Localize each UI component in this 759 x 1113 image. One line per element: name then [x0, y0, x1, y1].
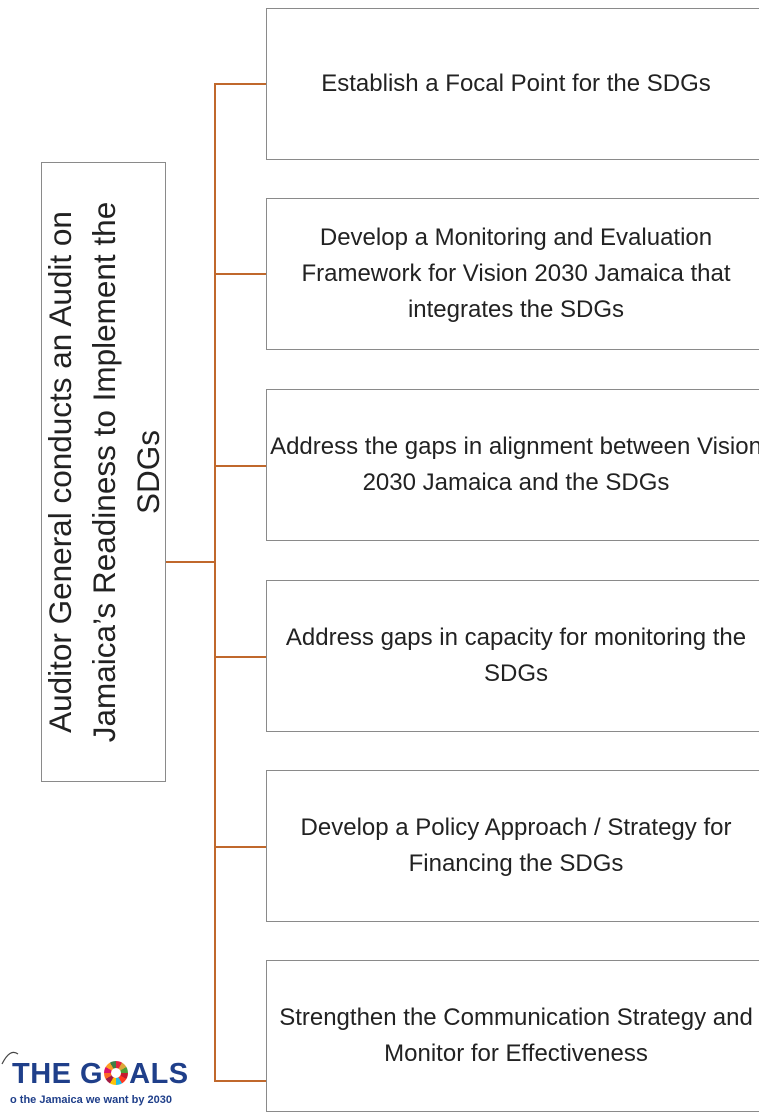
root-label: Auditor General conducts an Audit on Jam… — [38, 172, 170, 772]
sdg-wheel-icon — [104, 1061, 129, 1085]
branch-2 — [214, 273, 266, 275]
root-node: Auditor General conducts an Audit on Jam… — [41, 162, 166, 782]
leaf-node-communication-strategy: Strengthen the Communication Strategy an… — [266, 960, 759, 1112]
leaf-node-financing-strategy: Develop a Policy Approach / Strategy for… — [266, 770, 759, 922]
logo-suffix: ALS — [129, 1058, 189, 1090]
logo-arc-icon — [1, 1051, 19, 1065]
leaf-node-monitoring-framework: Develop a Monitoring and Evaluation Fram… — [266, 198, 759, 350]
logo-prefix: THE G — [12, 1058, 104, 1090]
leaf-label: Strengthen the Communication Strategy an… — [279, 1004, 753, 1067]
trunk-line — [214, 83, 216, 1082]
leaf-node-focal-point: Establish a Focal Point for the SDGs — [266, 8, 759, 160]
logo-tagline: o the Jamaica we want by 2030 — [10, 1094, 173, 1106]
leaf-label: Develop a Policy Approach / Strategy for… — [300, 814, 732, 877]
branch-4 — [214, 656, 266, 658]
leaf-label: Develop a Monitoring and Evaluation Fram… — [301, 224, 731, 323]
branch-1 — [214, 83, 266, 85]
leaf-label: Address the gaps in alignment between Vi… — [270, 433, 759, 496]
logo-wordmark: THE G ALS — [12, 1058, 189, 1091]
branch-3 — [214, 465, 266, 467]
branch-5 — [214, 846, 266, 848]
the-goals-logo: THE G ALS o the Jamaica we want by 2030 — [0, 1046, 230, 1113]
leaf-node-alignment-gaps: Address the gaps in alignment between Vi… — [266, 389, 759, 541]
leaf-node-capacity-gaps: Address gaps in capacity for monitoring … — [266, 580, 759, 732]
root-label-line1: Auditor General conducts an Audit on — [41, 211, 78, 733]
root-connector — [166, 561, 215, 563]
leaf-label: Address gaps in capacity for monitoring … — [285, 624, 747, 687]
root-label-line2: Jamaica’s Readiness to Implement the SDG… — [85, 201, 166, 743]
leaf-label: Establish a Focal Point for the SDGs — [321, 70, 711, 97]
branch-6 — [214, 1080, 266, 1082]
